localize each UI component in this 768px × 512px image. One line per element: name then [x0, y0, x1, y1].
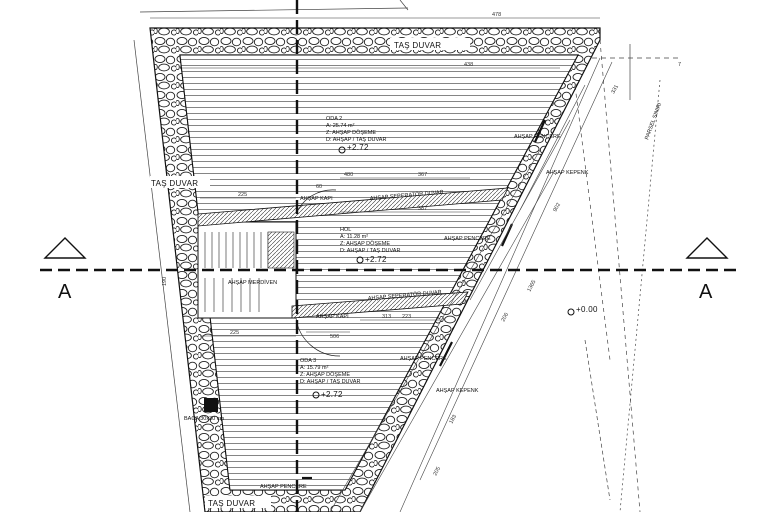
room-area: A: 15.79 m² [300, 365, 329, 371]
section-marker-right-icon [685, 237, 729, 259]
dim-right-b: 1365 [526, 279, 537, 293]
chimney-icon [204, 398, 218, 412]
dim-right-c: 206 [500, 312, 510, 323]
wood-floor [179, 54, 579, 491]
ground-level-label: +0.00 [576, 305, 598, 314]
room-area: A: 25.74 m² [326, 123, 355, 129]
dim-top-inner: 438 [464, 62, 473, 68]
shutter-label-2: AHŞAP KEPENK [436, 388, 479, 394]
room-level: +2.72 [365, 255, 387, 264]
stone-wall-label-bottom-bg [205, 496, 271, 508]
room-name: ODA 3 [300, 358, 316, 364]
section-marker-left-icon [43, 237, 87, 259]
room-area: A: 11.28 m² [340, 234, 368, 240]
window-label-2: AHŞAP PENCERE [444, 236, 491, 242]
level-marker-icon [356, 256, 364, 264]
dim-corner-7: 7 [678, 62, 681, 68]
room-floor: Z: AHŞAP DÖŞEME [340, 240, 390, 247]
window-label-1: AHŞAP PENCERE [514, 134, 561, 140]
door-swing-upper [295, 189, 337, 215]
level-marker-icon [338, 146, 346, 154]
dim-223: 223 [402, 314, 411, 320]
stone-wall-label-bottom: TAŞ DUVAR [208, 499, 255, 508]
separator-wall-top [197, 187, 509, 227]
dim-506: 506 [330, 334, 339, 340]
room-level: +2.72 [321, 390, 343, 399]
door-label-1: AHŞAP KAPI [300, 196, 333, 202]
room-name: HOL [340, 227, 351, 233]
shutter-label-1: AHŞAP KEPENK [546, 170, 589, 176]
section-label-left: A [58, 281, 72, 303]
dim-225a: 225 [238, 192, 247, 198]
room-floor: Z: AHŞAP DÖŞEME [326, 129, 376, 136]
outer-guidelines [133, 0, 678, 512]
level-marker-icon [312, 391, 320, 399]
dim-right-a: 902 [552, 202, 562, 213]
dim-387: 387 [418, 206, 427, 212]
room-name: ODA 2 [326, 116, 342, 122]
window-label-3: AHŞAP PENCERE [400, 356, 447, 362]
room-label-oda2: ODA 2 A: 25.74 m² Z: AHŞAP DÖŞEME D: AHŞ… [326, 116, 386, 154]
room-floor: Z: AHŞAP DÖŞEME [300, 371, 350, 378]
door-label-2: AHŞAP KAPI [316, 314, 349, 320]
window-label-4: AHŞAP PENCERE [260, 484, 307, 490]
room-label-oda3: ODA 3 A: 15.79 m² Z: AHŞAP DÖŞEME D: AHŞ… [300, 358, 360, 399]
chimney-label: BACA 30x30 cm [184, 416, 224, 422]
stair-landing [267, 231, 295, 269]
dim-480: 480 [344, 172, 353, 178]
room-label-hol: HOL A: 11.28 m² Z: AHŞAP DÖŞEME D: AHŞAP… [340, 227, 400, 264]
stair-label: AHŞAP MERDİVEN [228, 279, 277, 286]
diagonal-dimension-lines [329, 57, 613, 512]
stone-wall-label-top: TAŞ DUVAR [394, 41, 441, 50]
dim-313: 313 [382, 314, 391, 320]
room-wall: D: AHŞAP / TAŞ DUVAR [340, 248, 400, 254]
room-level: +2.72 [347, 143, 369, 152]
stone-wall-label-left-bg [150, 176, 210, 188]
dim-367: 367 [418, 172, 427, 178]
stone-wall-label-top-bg [390, 38, 470, 50]
dim-60: 60 [316, 184, 322, 190]
dim-right-e: 205 [432, 466, 442, 477]
ground-level-marker-icon [567, 308, 575, 316]
stone-wall-label-left: TAŞ DUVAR [151, 179, 198, 188]
dim-right-f: 183 [448, 414, 458, 425]
dim-left-total: 190 [162, 277, 168, 286]
dim-right-d: 331 [610, 84, 620, 95]
dimension-lines [150, 17, 600, 337]
room-wall: D: AHŞAP / TAŞ DUVAR [326, 137, 386, 143]
room-wall: D: AHŞAP / TAŞ DUVAR [300, 379, 360, 385]
separator-wall-bottom [291, 291, 469, 319]
section-label-right: A [699, 281, 713, 303]
dim-top-total: 478 [492, 12, 501, 18]
panel-limit-label: PARSEL SINIRI [644, 102, 663, 141]
dim-225b: 225 [230, 330, 239, 336]
